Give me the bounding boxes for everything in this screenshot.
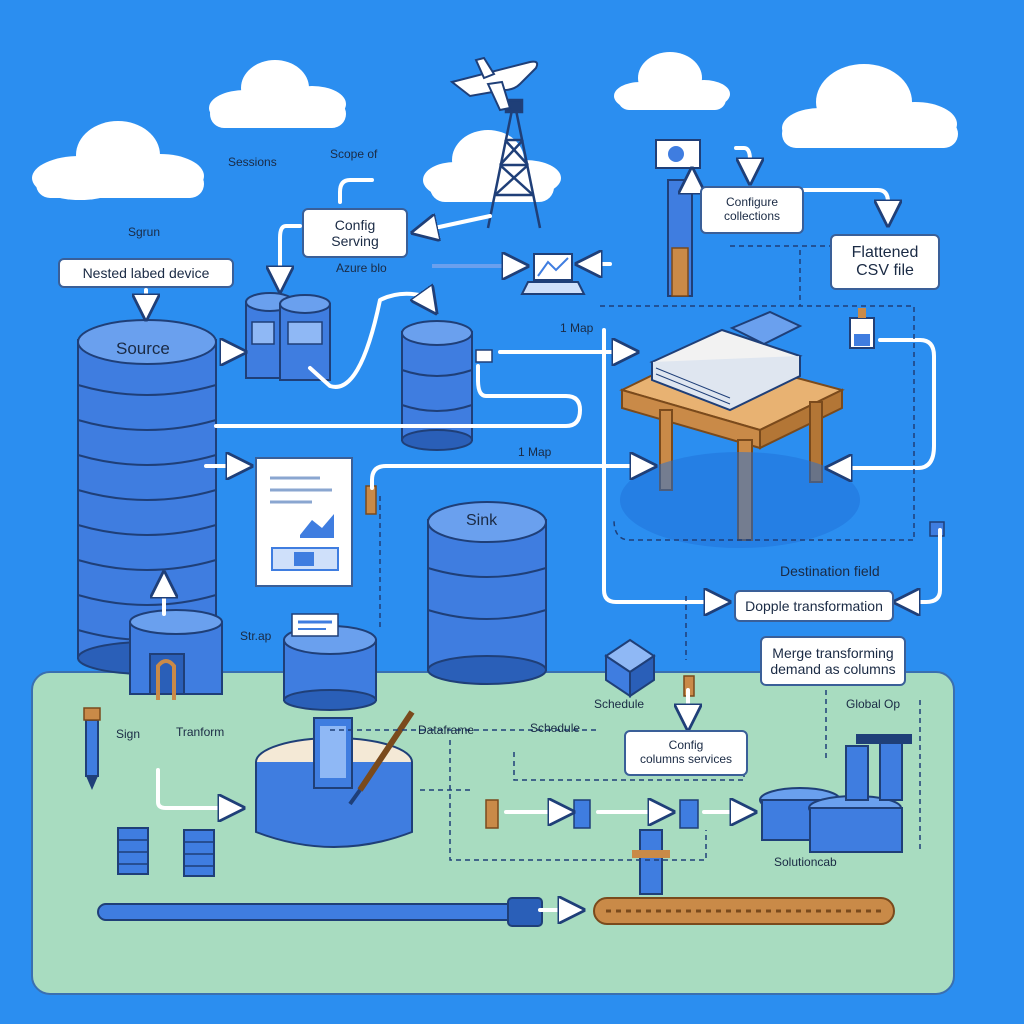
cloud-icon xyxy=(32,121,204,200)
staging-cylinder xyxy=(401,320,473,451)
merge-transforming-line-2: demand as columns xyxy=(770,661,896,677)
config-serving-line-1: Config xyxy=(334,216,376,233)
document-icon xyxy=(255,457,353,587)
pipe xyxy=(97,897,543,927)
conveyor-belt xyxy=(593,897,895,925)
intake-cylinder xyxy=(129,609,223,700)
source-cylinder xyxy=(77,319,217,675)
config-serving-line-2: Serving xyxy=(331,233,379,249)
config-serving-box: Config Serving xyxy=(302,208,408,258)
configure-collections-line-1: Configure xyxy=(725,195,779,210)
configure-collections-box: Configure collections xyxy=(700,186,804,234)
coin-stack-icon xyxy=(183,829,215,877)
cloud-icon xyxy=(209,60,346,128)
vial-icon xyxy=(849,308,875,349)
sessions-label: Sessions xyxy=(228,155,277,169)
sink-label: Sink xyxy=(466,512,498,529)
flattened-csv-line-2: CSV file xyxy=(856,262,914,279)
cloud-icon xyxy=(423,130,561,202)
dopple-transformation-box: Dopple transformation xyxy=(734,590,894,622)
sign-label: Sign xyxy=(116,727,141,741)
solution-cab-label: Solutioncab xyxy=(774,855,837,869)
table-icon xyxy=(619,310,845,541)
schedule-label-right: Schedule xyxy=(594,697,645,711)
strap-cylinder xyxy=(283,613,377,711)
strap-label: Str.ap xyxy=(240,629,272,643)
laptop-icon xyxy=(520,253,586,295)
source-label: Source xyxy=(116,339,170,358)
dopple-transformation-text: Dopple transformation xyxy=(745,597,883,614)
dataframe-label: Dataframe xyxy=(418,723,475,737)
sgrun-label: Sgrun xyxy=(128,225,161,239)
nested-device-text: Nested labed device xyxy=(82,264,210,281)
merge-transforming-box: Merge transforming demand as columns xyxy=(760,636,906,686)
coin-stack-icon xyxy=(117,827,149,875)
gauge-icon xyxy=(655,139,701,297)
server-stack xyxy=(759,734,912,853)
config-services-line-2: columns services xyxy=(639,752,733,766)
azure-blob-label: Azure blo xyxy=(336,261,387,275)
transform-label: Tranform xyxy=(176,725,225,739)
merge-transforming-line-1: Merge transforming xyxy=(772,644,894,661)
global-ops-label: Global Op xyxy=(846,697,901,711)
cloud-icon xyxy=(614,52,730,110)
config-services-line-1: Config xyxy=(668,738,704,753)
connector-pin xyxy=(365,349,945,895)
config-services-box: Config columns services xyxy=(624,730,748,776)
twin-cylinders xyxy=(245,292,331,381)
schedule-label-mid: Schedule xyxy=(530,721,581,735)
mixing-bucket xyxy=(255,710,415,848)
map-label-top: 1 Map xyxy=(560,321,594,335)
table-shadow xyxy=(620,452,860,548)
destination-field-label: Destination field xyxy=(780,563,880,579)
flattened-csv-box: Flattened CSV file xyxy=(830,234,940,290)
dashed-links xyxy=(330,245,921,861)
configure-collections-line-2: collections xyxy=(723,209,781,223)
flattened-csv-line-1: Flattened xyxy=(851,243,919,261)
nested-device-box: Nested labed device xyxy=(58,258,234,288)
map-label-mid: 1 Map xyxy=(518,445,552,459)
scope-label: Scope of xyxy=(330,147,378,161)
sink-cylinder xyxy=(427,501,547,685)
cloud-icon xyxy=(782,64,958,148)
airplane-icon xyxy=(449,56,539,112)
pen-icon xyxy=(83,707,101,790)
flow-arrows xyxy=(146,146,942,910)
cube-icon xyxy=(604,638,656,698)
